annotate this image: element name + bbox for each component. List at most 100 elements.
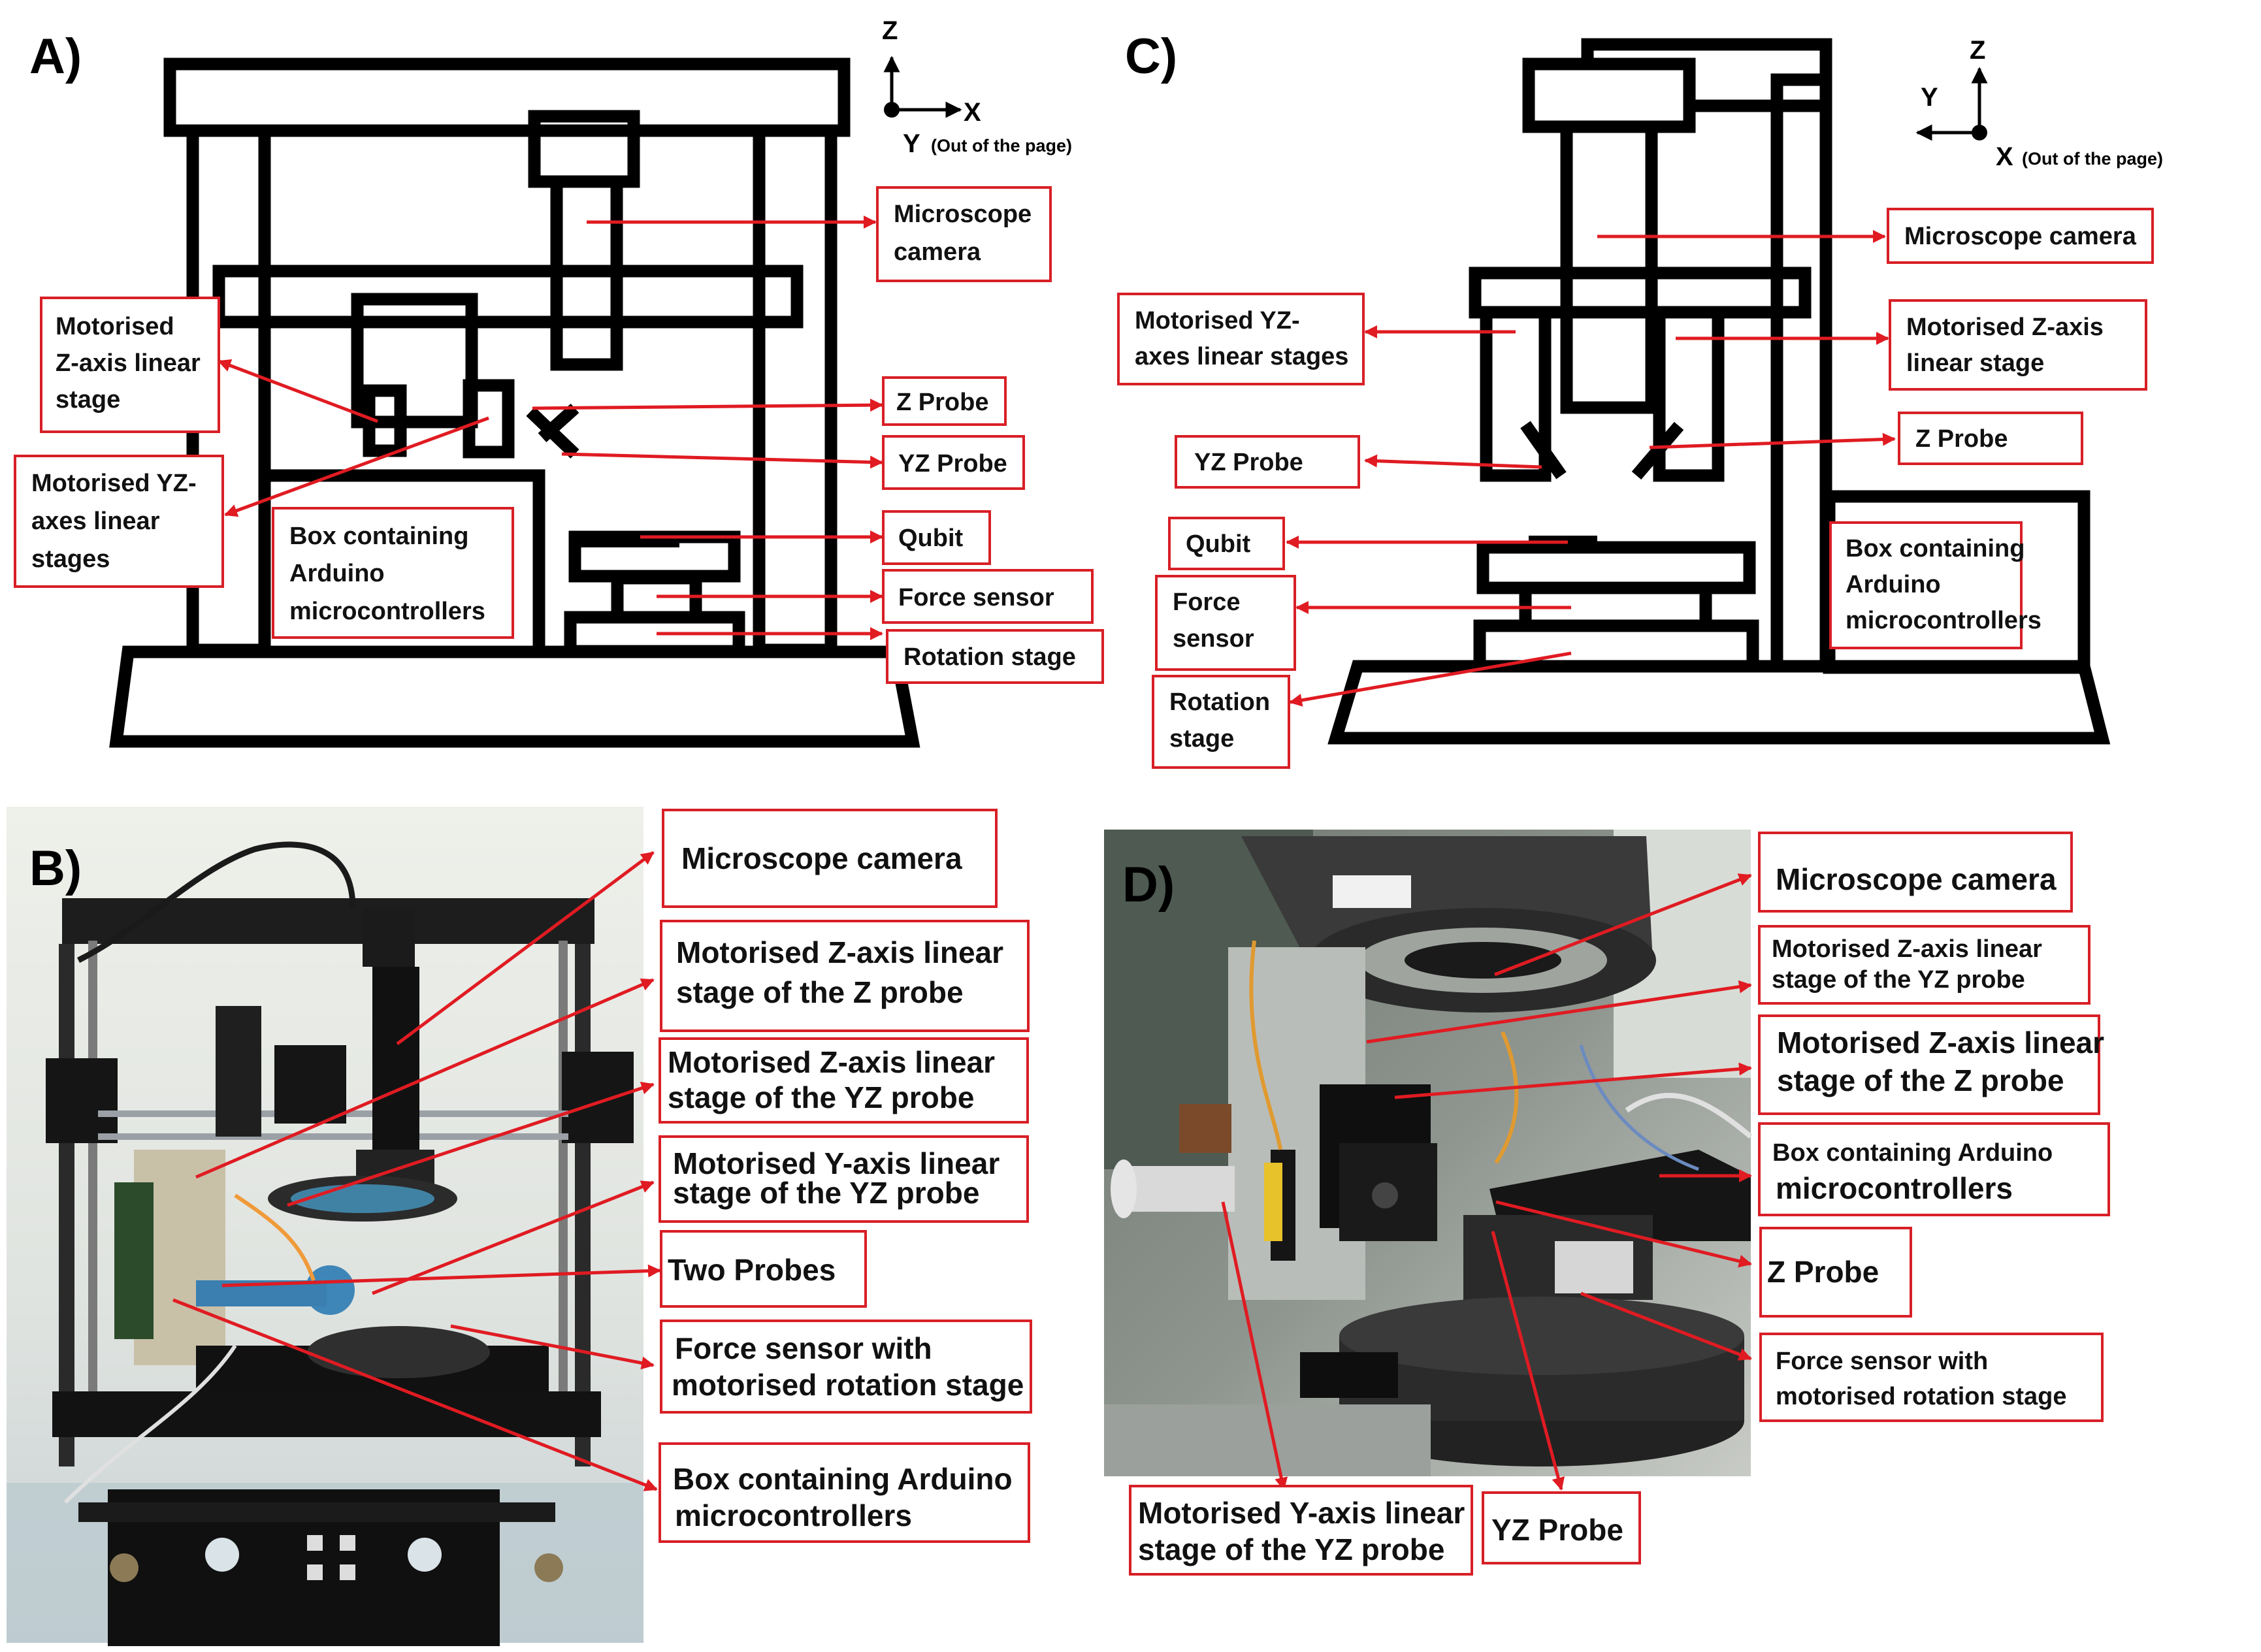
label-text: Microscope camera bbox=[1904, 223, 2137, 250]
panel-c-label-rotation-stage: Rotation stage bbox=[1152, 675, 1290, 769]
label-text: motorised rotation stage bbox=[672, 1368, 1024, 1402]
panel-c-axis-x: X bbox=[1996, 142, 2013, 171]
panel-d-label-y-stage-yz-probe: Motorised Y-axis linear stage of the YZ … bbox=[1129, 1485, 1473, 1576]
panel-c-axes: Z Y X (Out of the page) bbox=[1915, 36, 2163, 171]
panel-a-label-box-arduino: Box containing Arduino microcontrollers bbox=[272, 507, 514, 639]
label-text: Qubit bbox=[1186, 530, 1251, 558]
label-text: Force sensor with bbox=[675, 1331, 932, 1365]
label-text: Rotation stage bbox=[903, 643, 1076, 671]
panel-d-letter: D) bbox=[1122, 857, 1175, 913]
callout-arrow bbox=[218, 359, 378, 423]
panel-a-axes: Z X Y (Out of the page) bbox=[882, 16, 1072, 158]
callout-arrow bbox=[1221, 1201, 1288, 1491]
label-text: linear stage bbox=[1906, 349, 2044, 377]
panel-b-label-force-rotation: Force sensor with motorised rotation sta… bbox=[660, 1320, 1032, 1414]
panel-a-label-yz-probe: YZ Probe bbox=[882, 435, 1025, 490]
label-text: Arduino bbox=[1846, 571, 1941, 598]
label-text: Motorised Z-axis linear bbox=[676, 935, 1003, 969]
label-text: Motorised bbox=[56, 313, 174, 340]
panel-d-label-yz-probe: YZ Probe bbox=[1482, 1491, 1641, 1564]
label-text: microcontrollers bbox=[675, 1498, 912, 1532]
label-text: Box containing bbox=[1846, 535, 2025, 562]
panel-a-schematic bbox=[109, 57, 920, 748]
panel-a-axis-z: Z bbox=[882, 16, 898, 45]
photo-side-view bbox=[1104, 830, 1753, 1476]
panel-a-label-motorised-z: Motorised Z-axis linear stage bbox=[40, 297, 220, 433]
callout-arrow bbox=[1394, 1062, 1752, 1099]
label-text: Force sensor bbox=[898, 584, 1054, 611]
label-text: stage bbox=[56, 386, 120, 413]
callout-arrow bbox=[1494, 873, 1752, 977]
panel-b-label-z-stage-z-probe: Motorised Z-axis linear stage of the Z p… bbox=[660, 920, 1030, 1032]
panel-a-label-motorised-yz: Motorised YZ- axes linear stages bbox=[14, 455, 224, 588]
panel-a-label-rotation-stage: Rotation stage bbox=[886, 629, 1104, 684]
label-text: YZ Probe bbox=[1491, 1513, 1623, 1547]
callout-arrow bbox=[1366, 980, 1752, 1044]
label-text: Arduino bbox=[289, 560, 385, 587]
callout-arrow bbox=[1289, 651, 1572, 707]
label-text: Motorised YZ- bbox=[1135, 307, 1300, 334]
label-text: Z Probe bbox=[1767, 1255, 1879, 1289]
label-text: Two Probes bbox=[668, 1253, 836, 1287]
panel-a-label-force-sensor: Force sensor bbox=[882, 569, 1094, 624]
label-text: Rotation bbox=[1169, 688, 1270, 716]
panel-a-arrows bbox=[218, 216, 883, 640]
panel-b-letter: B) bbox=[29, 841, 82, 896]
panel-a-letter: A) bbox=[29, 29, 82, 84]
panel-b-label-microscope-camera: Microscope camera bbox=[662, 809, 998, 908]
label-text: camera bbox=[894, 238, 981, 266]
label-text: microcontrollers bbox=[1846, 607, 2041, 634]
panel-c-arrows bbox=[1286, 230, 1896, 707]
panel-a-label-microscope-camera: Microscope camera bbox=[876, 186, 1052, 282]
label-text: Z Probe bbox=[896, 389, 988, 416]
callout-arrow bbox=[1495, 1200, 1752, 1268]
callout-arrow bbox=[172, 1298, 658, 1491]
callout-arrow bbox=[195, 978, 655, 1179]
label-text: YZ Probe bbox=[898, 450, 1007, 478]
panel-d-label-z-stage-yz-probe: Motorised Z-axis linear stage of the YZ … bbox=[1758, 925, 2090, 1005]
label-text: axes linear bbox=[31, 508, 160, 535]
label-text: Qubit bbox=[898, 525, 964, 552]
panel-a-axis-x: X bbox=[964, 98, 981, 127]
label-text: Microscope camera bbox=[681, 841, 962, 875]
label-text: Force bbox=[1173, 589, 1240, 616]
panel-b-label-y-stage-yz-probe: Motorised Y-axis linear stage of the YZ … bbox=[659, 1135, 1029, 1223]
panel-c-axis-z: Z bbox=[1970, 36, 1985, 65]
callout-arrow bbox=[561, 452, 883, 469]
label-text: motorised rotation stage bbox=[1776, 1383, 2067, 1410]
panel-c-label-microscope-camera: Microscope camera bbox=[1887, 208, 2154, 264]
panel-c-label-motorised-yz: Motorised YZ- axes linear stages bbox=[1117, 293, 1365, 385]
callout-arrow bbox=[1580, 1291, 1752, 1361]
panel-c-label-box-arduino: Box containing Arduino microcontrollers bbox=[1829, 521, 2041, 649]
label-text: Box containing Arduino bbox=[673, 1462, 1013, 1496]
panel-d: D) Microscope camera Motorised Z-axis li… bbox=[1104, 830, 2110, 1576]
panel-a-axis-y: Y bbox=[903, 129, 920, 158]
label-text: Motorised Z-axis bbox=[1906, 314, 2104, 341]
panel-d-label-z-probe: Z Probe bbox=[1759, 1227, 1912, 1318]
callout-arrow bbox=[1364, 454, 1542, 469]
label-text: Motorised YZ- bbox=[31, 470, 197, 497]
label-text: microcontrollers bbox=[289, 598, 485, 625]
panel-c-label-qubit: Qubit bbox=[1168, 517, 1285, 570]
label-text: stage of the Z probe bbox=[1777, 1063, 2064, 1097]
panel-c-label-motorised-z: Motorised Z-axis linear stage bbox=[1889, 299, 2147, 391]
panel-d-arrows bbox=[1221, 873, 1752, 1491]
label-text: Microscope bbox=[894, 201, 1032, 228]
panel-c-axis-y: Y bbox=[1921, 83, 1938, 112]
label-text: Motorised Z-axis linear bbox=[1777, 1026, 2104, 1060]
label-text: Z Probe bbox=[1915, 425, 2008, 453]
label-text: stage of the YZ probe bbox=[1772, 966, 2025, 994]
panel-a-label-qubit: Qubit bbox=[882, 510, 991, 565]
label-text: axes linear stages bbox=[1135, 343, 1348, 370]
callout-arrow bbox=[450, 1324, 655, 1370]
callout-arrow bbox=[396, 850, 655, 1046]
label-text: YZ Probe bbox=[1194, 449, 1303, 476]
callout-arrow bbox=[287, 1082, 655, 1207]
label-text: Force sensor with bbox=[1776, 1348, 1988, 1375]
label-text: Motorised Y-axis linear bbox=[1138, 1496, 1465, 1530]
label-text: Motorised Z-axis linear bbox=[1772, 935, 2042, 963]
panel-a-label-z-probe: Z Probe bbox=[882, 376, 1007, 426]
label-text: sensor bbox=[1173, 625, 1254, 653]
label-text: stage of the YZ probe bbox=[668, 1080, 974, 1114]
panel-d-label-microscope-camera: Microscope camera bbox=[1758, 832, 2073, 913]
